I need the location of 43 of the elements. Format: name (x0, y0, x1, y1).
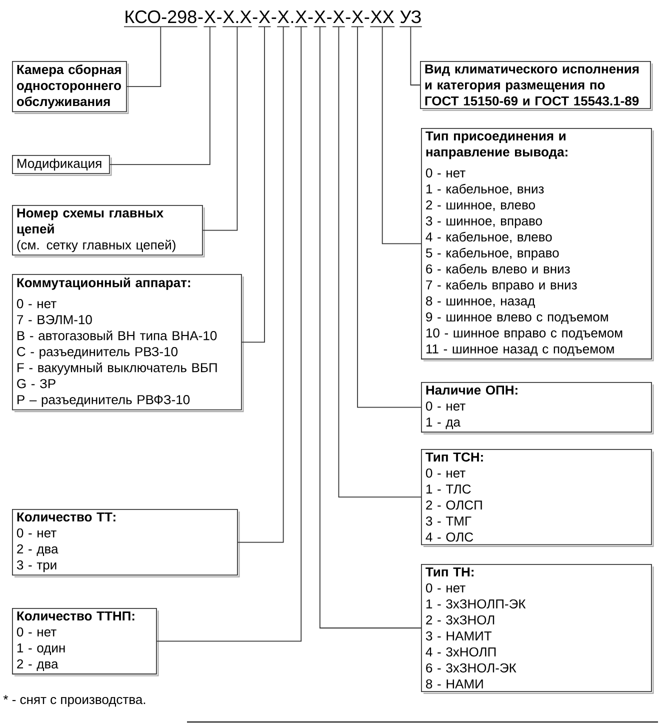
code-separator: - (217, 18, 222, 19)
description-box: Коммутационный аппарат: 0 - нет 7 - ВЭЛМ-10 B - автогазовый ВН типа ВНА-10 C - разъединитель РВЗ-10 F - вакуумный выключатель ВБП G - ЗР P – разъединитель РВФЗ-10 (12, 274, 244, 412)
leader-line (382, 26, 422, 244)
code-separator: . (291, 21, 294, 23)
leader-line (202, 26, 238, 231)
leader-line (109, 26, 210, 165)
code-separator: - (308, 18, 313, 19)
code-separator: - (327, 18, 332, 19)
leader-line (410, 26, 420, 86)
leader-line (357, 26, 422, 408)
designation-code: Х (350, 10, 364, 28)
code-separator: - (364, 18, 370, 19)
designation-code: КСО-298 (124, 10, 198, 28)
description-box: Тип ТН: 0 - нет 1 - 3хЗНОЛП-ЭК 2 - 3хЗНОЛ 3 - НАМИТ 4 - 3хНОЛП 6 - 3хЗНОЛ-ЭК 8 - НАМИ (421, 564, 654, 694)
code-separator: - (252, 18, 258, 19)
description-box: Наличие ОПН: 0 - нет 1 - да (421, 382, 654, 434)
leader-line (319, 26, 422, 628)
description-box: Модификация (12, 155, 112, 176)
designation-code: УЗ (399, 10, 422, 28)
code-separator: - (272, 18, 276, 19)
leader-line (126, 26, 162, 88)
leader-line (156, 26, 302, 642)
description-box: Тип присоединения и направление вывода: 0 - нет 1 - кабельное, вниз 2 - шинное, влево 3 - шинное, вправо 4 - кабельное, влево 5 - кабельное, вправо 6 - кабель влево и вниз 7 - кабель вправо и вниз 8 - шинное, назад 9 - шинное влево с подъемом 10 - шинное вправо с подъемом 11 - шинное назад с подъемом (421, 128, 654, 362)
designation-code: Х.Х (222, 10, 252, 28)
code-separator: - (198, 18, 203, 19)
footnote: * - снят с производства. (3, 695, 146, 707)
description-box: Количество ТТНП: 0 - нет 1 - один 2 - два (12, 608, 159, 676)
designation-code: Х (294, 10, 308, 28)
designation-code: Х (203, 10, 217, 28)
designation-code: ХХ (370, 10, 395, 28)
description-box: Тип ТСН: 0 - нет 1 - ТЛС 2 - ОЛСП 3 - ТМГ 4 - ОЛС (421, 449, 654, 547)
leader-line (338, 26, 422, 498)
description-box: Количество ТТ: 0 - нет 2 - два 3 - три (12, 509, 240, 578)
leader-line (237, 26, 284, 543)
description-box: Номер схемы главных цепей (см. сетку главных цепей) (12, 205, 205, 258)
leader-line (241, 26, 265, 343)
description-box: Вид климатического исполнения и категория размещения по ГОСТ 15150-69 и ГОСТ 15543.1-89 (420, 61, 653, 111)
designation-code: Х (332, 10, 346, 28)
description-box: Камера сборная одностороннего обслуживания (12, 61, 129, 114)
code-separator: - (346, 18, 350, 19)
designation-code: Х (258, 10, 272, 28)
designation-code: Х (276, 10, 290, 28)
designation-code: Х (313, 10, 327, 28)
